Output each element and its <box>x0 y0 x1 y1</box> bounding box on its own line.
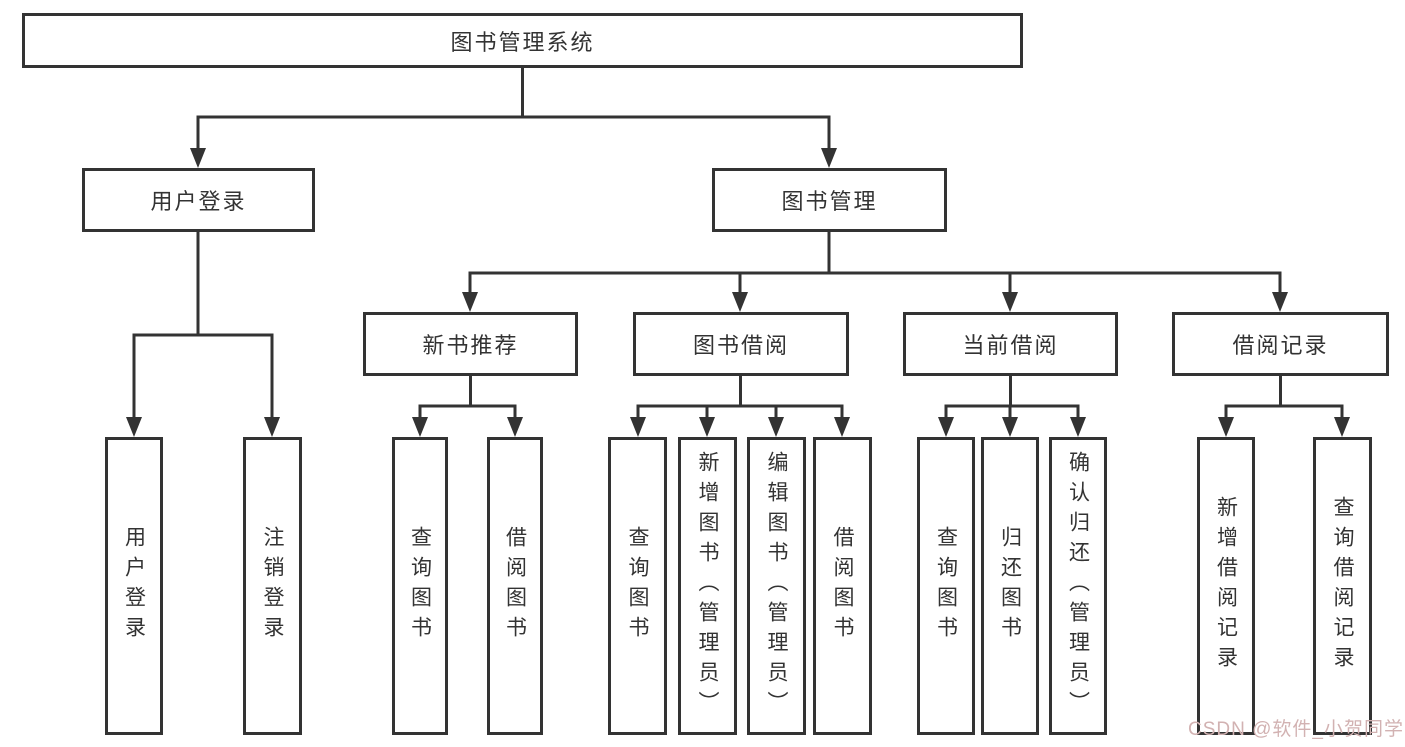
leaf-label: 查询借阅记录 <box>1331 496 1354 676</box>
arrowhead <box>834 417 850 437</box>
connector-user-login-branch <box>126 230 280 437</box>
leaf-borrow-books-recommend: 借阅图书 <box>487 437 543 735</box>
leaf-query-books-current: 查询图书 <box>917 437 975 735</box>
connector-borrow-records-branch <box>1218 374 1350 437</box>
leaf-label: 注销登录 <box>261 526 284 646</box>
arrowhead <box>1002 417 1018 437</box>
arrowhead <box>507 417 523 437</box>
leaf-label: 借阅图书 <box>503 526 527 646</box>
connector-root-to-level2 <box>190 66 837 168</box>
node-book-borrow: 图书借阅 <box>633 312 849 376</box>
node-current-borrow: 当前借阅 <box>903 312 1118 376</box>
arrowhead <box>630 417 646 437</box>
leaf-add-borrow-record: 新增借阅记录 <box>1197 437 1255 735</box>
leaf-borrow-books: 借阅图书 <box>813 437 872 735</box>
leaf-label: 确认归还（管理员） <box>1066 451 1090 721</box>
leaf-label: 查询图书 <box>934 526 958 646</box>
connector-current-borrow-branch <box>938 374 1086 437</box>
leaf-add-book-admin: 新增图书（管理员） <box>678 437 737 735</box>
leaf-label: 新增借阅记录 <box>1214 496 1238 676</box>
leaf-return-book: 归还图书 <box>981 437 1039 735</box>
node-library-system: 图书管理系统 <box>22 13 1023 68</box>
node-label: 新书推荐 <box>422 333 519 358</box>
arrowhead <box>732 292 748 312</box>
node-borrow-records: 借阅记录 <box>1172 312 1389 376</box>
node-label: 图书管理 <box>781 189 878 214</box>
node-label: 当前借阅 <box>962 333 1059 358</box>
node-new-book-recommend: 新书推荐 <box>363 312 578 376</box>
leaf-label: 新增图书（管理员） <box>696 451 719 721</box>
arrowhead <box>821 148 837 168</box>
connector-book-borrow-branch <box>630 374 850 437</box>
arrowhead <box>412 417 428 437</box>
leaf-query-books-borrow: 查询图书 <box>608 437 667 735</box>
connector-book-management-branch <box>462 230 1288 312</box>
leaf-label: 归还图书 <box>998 526 1022 646</box>
leaf-edit-book-admin: 编辑图书（管理员） <box>747 437 806 735</box>
arrowhead <box>126 417 142 437</box>
leaf-query-books-recommend: 查询图书 <box>392 437 448 735</box>
leaf-label: 查询图书 <box>626 526 649 646</box>
node-book-management: 图书管理 <box>712 168 947 232</box>
arrowhead <box>264 417 280 437</box>
arrowhead <box>768 417 784 437</box>
leaf-query-borrow-record: 查询借阅记录 <box>1313 437 1372 735</box>
csdn-watermark: CSDN @软件_小贺同学 <box>1188 719 1404 740</box>
leaf-confirm-return-admin: 确认归还（管理员） <box>1049 437 1107 735</box>
leaf-logout: 注销登录 <box>243 437 302 735</box>
leaf-label: 查询图书 <box>408 526 432 646</box>
node-label: 借阅记录 <box>1232 333 1329 358</box>
arrowhead <box>699 417 715 437</box>
arrowhead <box>1218 417 1234 437</box>
node-label: 图书借阅 <box>692 333 789 358</box>
leaf-label: 编辑图书（管理员） <box>765 451 788 721</box>
node-user-login: 用户登录 <box>82 168 315 232</box>
arrowhead <box>1002 292 1018 312</box>
leaf-label: 用户登录 <box>122 526 146 646</box>
arrowhead <box>938 417 954 437</box>
leaf-user-login: 用户登录 <box>105 437 163 735</box>
arrowhead <box>1070 417 1086 437</box>
arrowhead <box>190 148 206 168</box>
node-label: 用户登录 <box>150 189 247 214</box>
arrowhead <box>1272 292 1288 312</box>
node-label: 图书管理系统 <box>450 29 595 55</box>
connector-new-book-branch <box>412 374 523 437</box>
leaf-label: 借阅图书 <box>831 526 854 646</box>
arrowhead <box>462 292 478 312</box>
arrowhead <box>1334 417 1350 437</box>
